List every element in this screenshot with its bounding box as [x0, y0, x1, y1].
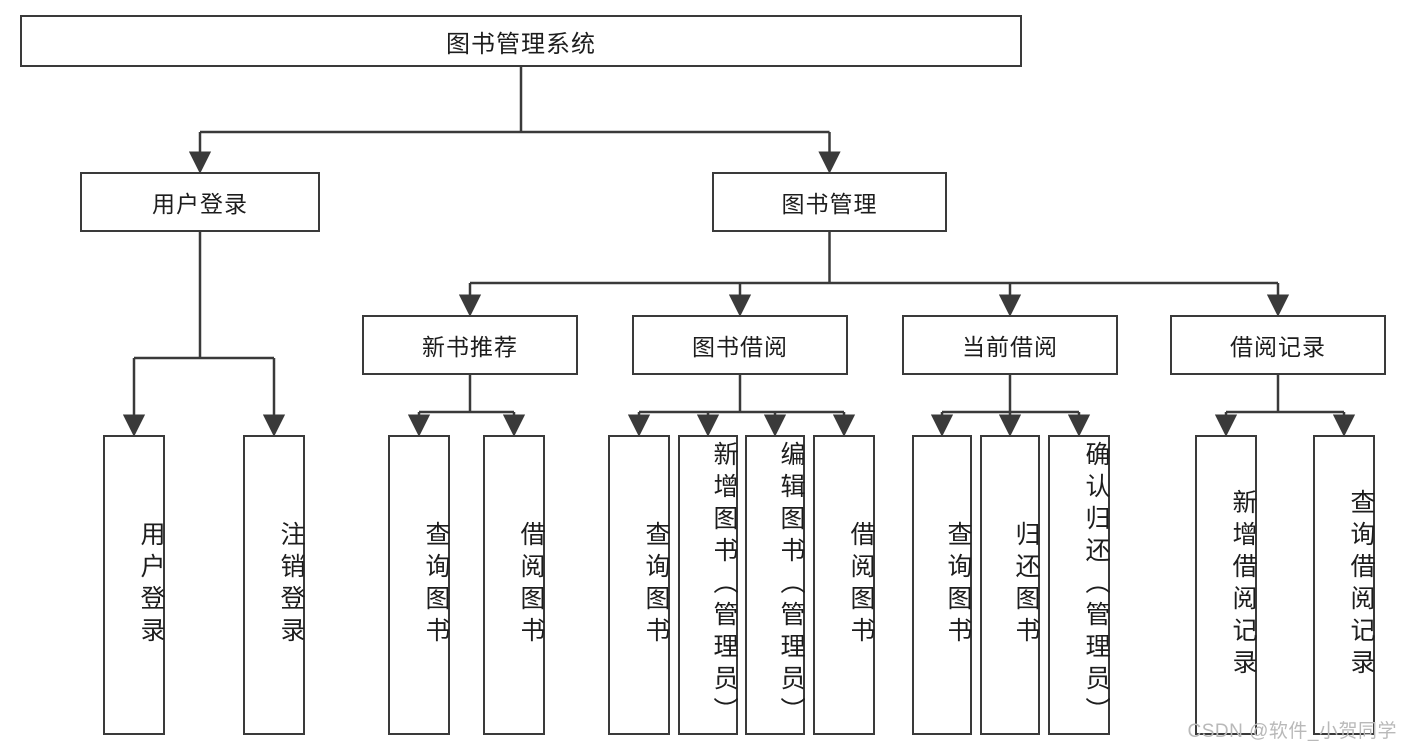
node-label-leaf_add_record: 新增借阅记录 [1229, 489, 1257, 681]
node-label-book_manage: 图书管理 [781, 191, 878, 217]
node-root[interactable]: 图书管理系统 [20, 15, 1022, 67]
node-leaf_borrow_book_1[interactable]: 借阅图书 [483, 435, 545, 735]
node-leaf_query_book_3[interactable]: 查询图书 [912, 435, 972, 735]
node-label-leaf_query_book_2: 查询图书 [642, 521, 670, 649]
node-label-leaf_query_record: 查询借阅记录 [1347, 489, 1375, 681]
node-label-leaf_add_book: 新增图书（管理员） [710, 441, 738, 729]
node-label-leaf_query_book_1: 查询图书 [422, 521, 450, 649]
node-current_borrow[interactable]: 当前借阅 [902, 315, 1118, 375]
node-label-root: 图书管理系统 [446, 30, 596, 58]
node-leaf_query_book_2[interactable]: 查询图书 [608, 435, 670, 735]
node-user_login[interactable]: 用户登录 [80, 172, 320, 232]
node-label-leaf_return_book: 归还图书 [1012, 521, 1040, 649]
node-new_book_rec[interactable]: 新书推荐 [362, 315, 578, 375]
node-leaf_confirm_return[interactable]: 确认归还（管理员） [1048, 435, 1110, 735]
node-label-book_borrow: 图书借阅 [692, 334, 788, 360]
node-leaf_user_login[interactable]: 用户登录 [103, 435, 165, 735]
node-label-leaf_borrow_book_2: 借阅图书 [847, 521, 875, 649]
node-leaf_query_record[interactable]: 查询借阅记录 [1313, 435, 1375, 735]
node-leaf_add_record[interactable]: 新增借阅记录 [1195, 435, 1257, 735]
node-label-leaf_borrow_book_1: 借阅图书 [517, 521, 545, 649]
node-label-leaf_confirm_return: 确认归还（管理员） [1082, 441, 1110, 729]
watermark: CSDN @软件_小贺同学 [1187, 721, 1397, 742]
node-leaf_edit_book[interactable]: 编辑图书（管理员） [745, 435, 805, 735]
node-label-leaf_logout: 注销登录 [277, 521, 305, 649]
node-label-current_borrow: 当前借阅 [962, 334, 1058, 360]
node-label-new_book_rec: 新书推荐 [422, 334, 518, 360]
node-label-leaf_edit_book: 编辑图书（管理员） [777, 441, 805, 729]
node-leaf_add_book[interactable]: 新增图书（管理员） [678, 435, 738, 735]
node-label-leaf_user_login: 用户登录 [137, 521, 165, 649]
node-leaf_query_book_1[interactable]: 查询图书 [388, 435, 450, 735]
node-book_borrow[interactable]: 图书借阅 [632, 315, 848, 375]
node-label-borrow_record: 借阅记录 [1230, 334, 1326, 360]
node-label-user_login: 用户登录 [152, 191, 248, 217]
node-leaf_logout[interactable]: 注销登录 [243, 435, 305, 735]
node-leaf_borrow_book_2[interactable]: 借阅图书 [813, 435, 875, 735]
node-book_manage[interactable]: 图书管理 [712, 172, 947, 232]
node-borrow_record[interactable]: 借阅记录 [1170, 315, 1386, 375]
node-leaf_return_book[interactable]: 归还图书 [980, 435, 1040, 735]
node-label-leaf_query_book_3: 查询图书 [944, 521, 972, 649]
